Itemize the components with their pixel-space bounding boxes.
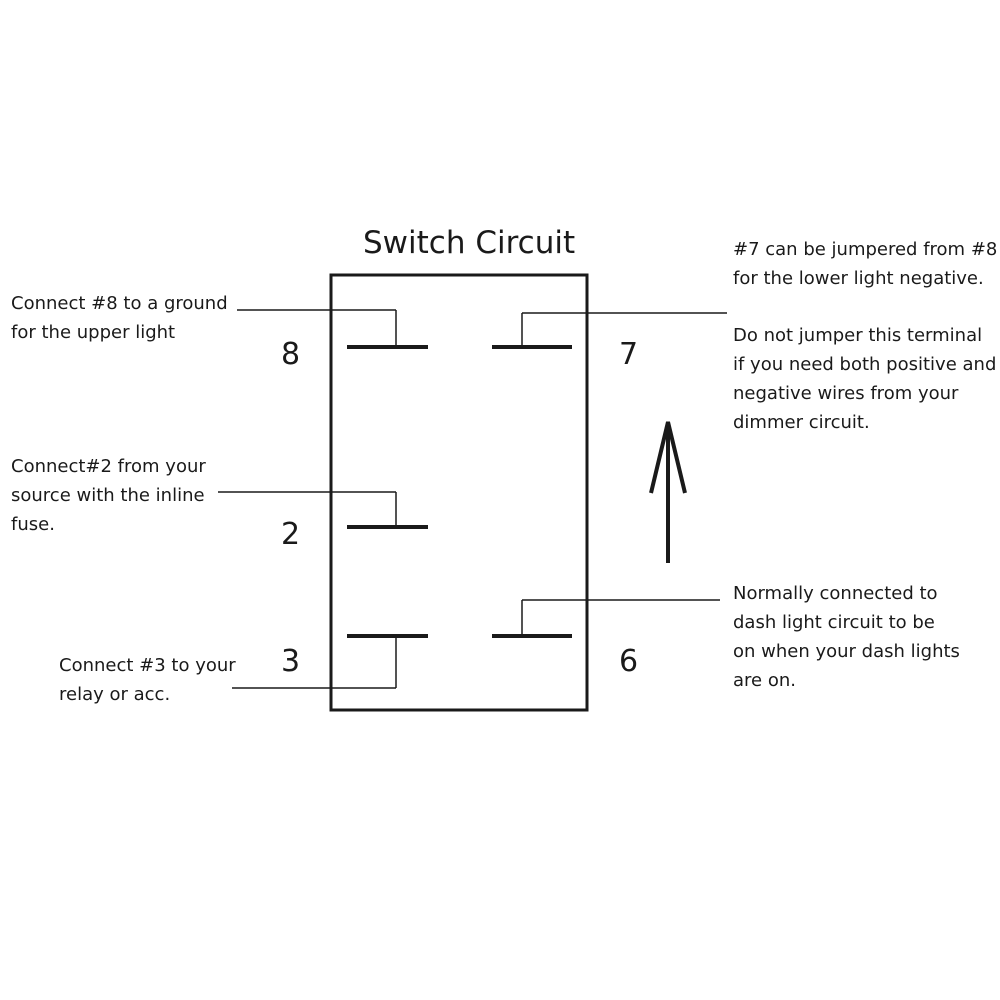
terminal-8-label: 8: [281, 337, 301, 372]
note-pin-7-warning: Do not jumper this terminal if you need …: [733, 321, 996, 437]
terminal-3-label: 3: [281, 644, 301, 679]
note-line: relay or acc.: [59, 684, 171, 705]
note-line: negative wires from your: [733, 383, 959, 404]
note-line: Do not jumper this terminal: [733, 325, 983, 346]
terminal-2-label: 2: [281, 517, 301, 552]
note-line: if you need both positive and: [733, 354, 997, 375]
up-arrow-icon: [649, 421, 687, 563]
note-line: for the upper light: [11, 322, 176, 343]
note-line: on when your dash lights: [733, 641, 960, 662]
note-line: Connect #3 to your: [59, 655, 236, 676]
note-pin-6: Normally connected to dash light circuit…: [733, 579, 960, 695]
terminal-7-label: 7: [619, 337, 639, 372]
note-pin-7-jumper: #7 can be jumpered from #8 for the lower…: [733, 235, 997, 293]
note-pin-8: Connect #8 to a ground for the upper lig…: [11, 289, 228, 347]
note-line: fuse.: [11, 514, 55, 535]
diagram-title: Switch Circuit: [363, 225, 576, 261]
note-line: #7 can be jumpered from #8: [733, 239, 998, 260]
note-pin-2: Connect#2 from your source with the inli…: [11, 452, 206, 539]
note-line: for the lower light negative.: [733, 268, 984, 289]
note-line: source with the inline: [11, 485, 205, 506]
terminal-6-label: 6: [619, 644, 639, 679]
note-line: dash light circuit to be: [733, 612, 935, 633]
note-line: Connect#2 from your: [11, 456, 206, 477]
note-line: Normally connected to: [733, 583, 938, 604]
note-line: are on.: [733, 670, 796, 691]
note-line: dimmer circuit.: [733, 412, 870, 433]
note-pin-3: Connect #3 to your relay or acc.: [59, 651, 236, 709]
note-line: Connect #8 to a ground: [11, 293, 228, 314]
